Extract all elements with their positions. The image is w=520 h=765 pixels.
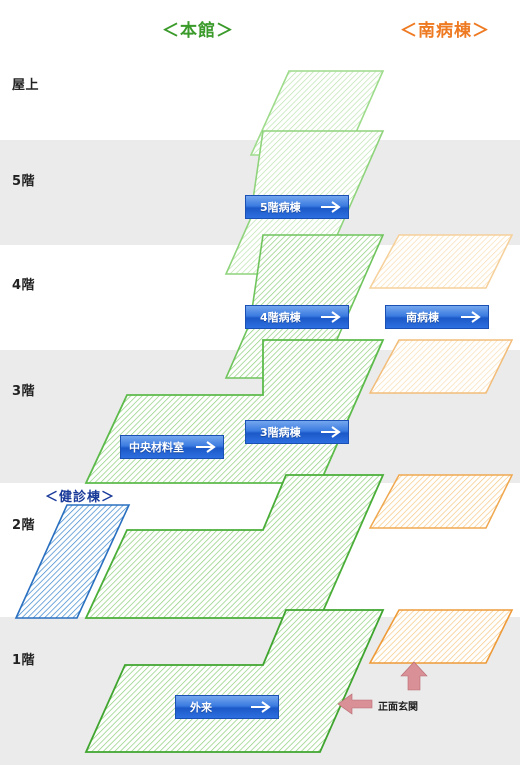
main-building-heading: ＜本館＞: [162, 21, 234, 41]
main-2f-slab: [84, 474, 385, 619]
floor-label-2f: 2階: [12, 518, 36, 533]
arrow-right-icon: [196, 441, 216, 453]
south-1f-slab: [368, 609, 514, 664]
ward-4f-label: 4階病棟: [260, 311, 301, 324]
central-supply-button[interactable]: 中央材料室: [120, 435, 224, 459]
ward-5f-label: 5階病棟: [260, 201, 301, 214]
ward-3f-label: 3階病棟: [260, 426, 301, 439]
main-entrance-label: 正面玄関: [378, 702, 418, 713]
outpatient-label: 外来: [190, 701, 212, 714]
south-4f-slab: [368, 234, 514, 289]
floor-label-5f: 5階: [12, 174, 36, 189]
entrance-arrow-left: [337, 693, 373, 715]
ward-5f-button[interactable]: 5階病棟: [245, 195, 349, 219]
arrow-right-icon: [251, 701, 271, 713]
outpatient-button[interactable]: 外来: [175, 695, 279, 719]
south-ward-label: 南病棟: [406, 311, 439, 324]
ward-3f-button[interactable]: 3階病棟: [245, 420, 349, 444]
entrance-arrow-up: [400, 661, 428, 691]
south-2f-slab: [368, 474, 514, 529]
floor-label-3f: 3階: [12, 384, 36, 399]
arrow-right-icon: [321, 426, 341, 438]
central-supply-label: 中央材料室: [129, 441, 184, 454]
arrow-right-icon: [321, 201, 341, 213]
south-ward-button[interactable]: 南病棟: [385, 305, 489, 329]
south-3f-slab: [368, 339, 514, 394]
checkup-building-heading: ＜健診棟＞: [45, 490, 116, 505]
floor-label-1f: 1階: [12, 653, 36, 668]
floor-label-roof: 屋上: [12, 78, 40, 93]
arrow-right-icon: [461, 311, 481, 323]
floor-label-4f: 4階: [12, 278, 36, 293]
ward-4f-button[interactable]: 4階病棟: [245, 305, 349, 329]
south-building-heading: ＜南病棟＞: [400, 21, 490, 41]
checkup-building-slab: [14, 504, 131, 619]
arrow-right-icon: [321, 311, 341, 323]
main-1f-slab: [84, 609, 385, 753]
